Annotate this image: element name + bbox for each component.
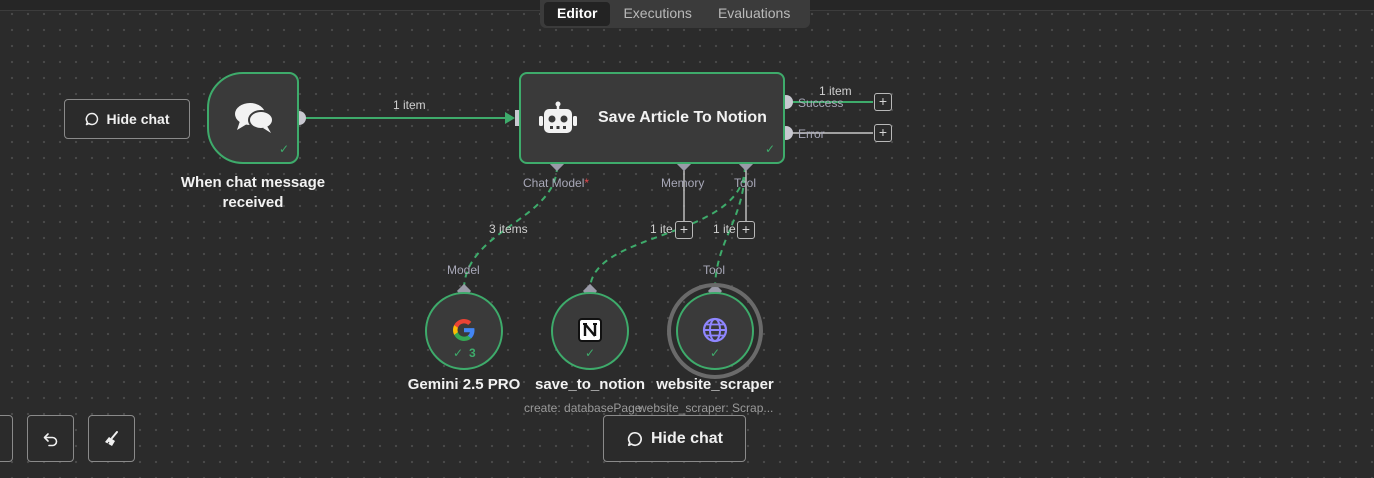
scraper-label: website_scraper (656, 376, 774, 393)
hide-chat-label: Hide chat (106, 111, 170, 127)
scraper-node[interactable]: ✓ (676, 292, 754, 370)
scraper-subtitle: website_scraper: Scrap... (638, 401, 774, 415)
run-count: 3 (469, 346, 476, 360)
notion-icon (578, 318, 602, 342)
broom-icon (104, 430, 118, 446)
notion-node[interactable]: ✓ (551, 292, 629, 370)
hide-chat-bottom-label: Hide chat (650, 429, 723, 447)
globe-icon (702, 317, 728, 343)
view-tabs: Editor Executions Evaluations (540, 0, 810, 28)
port-label-tool-in: Tool (703, 263, 726, 277)
edge-scraper (714, 165, 746, 291)
add-error-node-button[interactable]: + (874, 124, 892, 142)
hide-chat-button[interactable]: Hide chat (64, 99, 190, 139)
tab-evaluations[interactable]: Evaluations (717, 5, 791, 21)
success-check-icon: ✓ (764, 142, 775, 156)
edge-arrow (505, 112, 515, 124)
chat-bubbles-icon (235, 103, 274, 133)
success-check-icon: ✓ (585, 346, 596, 360)
success-check-icon: ✓ (453, 346, 464, 360)
port-label-chat-model: Chat Model* (523, 176, 590, 190)
clear-execution-button[interactable] (88, 415, 135, 462)
port-label-success: Success (798, 96, 844, 110)
add-success-node-button[interactable]: + (874, 93, 892, 111)
trigger-label: When chat message received (180, 174, 326, 211)
port-label-error: Error (798, 127, 825, 141)
success-check-icon: ✓ (278, 142, 289, 156)
edge-label-model: 3 items (489, 222, 528, 236)
edge-label-notion: 1 ite (650, 222, 673, 236)
notion-subtitle: create: databasePage (524, 401, 642, 415)
selected-node-halo (667, 283, 763, 379)
tab-editor[interactable]: Editor (544, 2, 611, 26)
undo-button[interactable] (27, 415, 74, 462)
robot-icon (539, 101, 577, 133)
edge-label-trigger-agent: 1 item (393, 98, 426, 112)
gemini-label: Gemini 2.5 PRO (407, 376, 521, 393)
google-icon (453, 319, 475, 341)
gemini-node[interactable]: ✓ 3 (425, 292, 503, 370)
undo-icon (43, 432, 57, 446)
notion-label: save_to_notion (534, 376, 646, 393)
hide-chat-bottom-button[interactable]: Hide chat (603, 415, 746, 462)
chat-bubble-icon (86, 112, 99, 126)
tab-executions[interactable]: Executions (623, 5, 692, 21)
edge-label-success: 1 item (819, 84, 852, 98)
edge-notion (589, 165, 746, 291)
agent-node[interactable]: Save Article To Notion ✓ (519, 72, 785, 164)
chat-bubble-icon (627, 431, 642, 446)
port-label-tool: Tool (734, 176, 757, 190)
port-label-memory: Memory (661, 176, 705, 190)
port-label-model: Model (447, 263, 480, 277)
required-marker: * (584, 176, 590, 190)
edge-label-scraper: 1 ite (713, 222, 736, 236)
zoom-control-button[interactable] (0, 415, 13, 462)
success-check-icon: ✓ (710, 346, 721, 360)
add-tool-button[interactable]: + (737, 221, 755, 239)
edge-model (463, 165, 558, 291)
trigger-node[interactable]: ✓ (207, 72, 299, 164)
add-memory-button[interactable]: + (675, 221, 693, 239)
agent-title: Save Article To Notion (598, 109, 767, 126)
